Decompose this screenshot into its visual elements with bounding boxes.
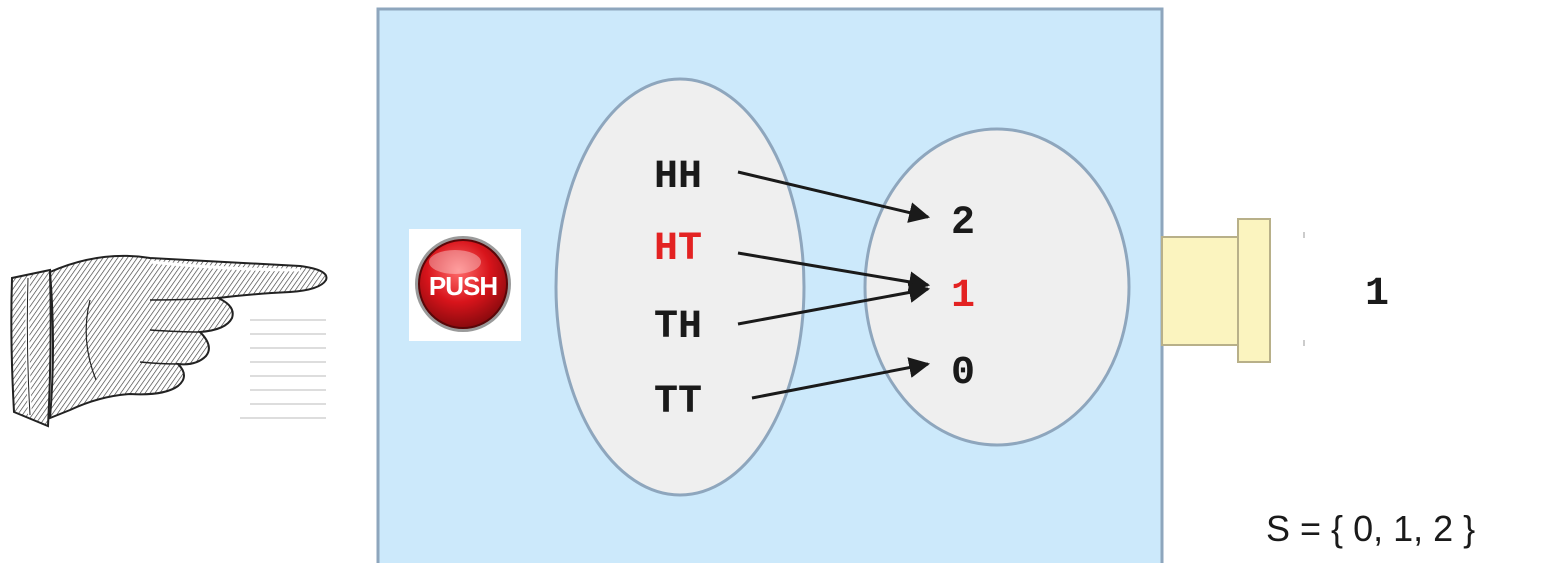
pointing-hand-icon [10, 254, 328, 428]
value-label-2: 2 [951, 201, 975, 246]
output-chute-icon [1161, 218, 1305, 363]
output-value: 1 [1365, 272, 1390, 317]
value-label-1: 1 [951, 274, 975, 319]
arrow-hh-to-2 [737, 170, 931, 223]
outcome-label-ht: HT [654, 227, 702, 272]
push-button[interactable]: PUSH [409, 229, 521, 341]
outcome-label-tt: TT [654, 380, 702, 425]
sample-space-label: S = { 0, 1, 2 } [1266, 508, 1476, 549]
outcome-label-hh: HH [654, 155, 702, 200]
outcome-label-th: TH [654, 305, 702, 350]
push-button-label: PUSH [429, 271, 497, 301]
arrow-ht-to-1 [737, 251, 931, 293]
outcome-set-ellipse [554, 77, 806, 497]
value-set-ellipse [863, 127, 1131, 447]
arrow-tt-to-0 [751, 357, 931, 400]
value-label-0: 0 [951, 351, 975, 396]
arrow-th-to-1 [737, 282, 931, 326]
